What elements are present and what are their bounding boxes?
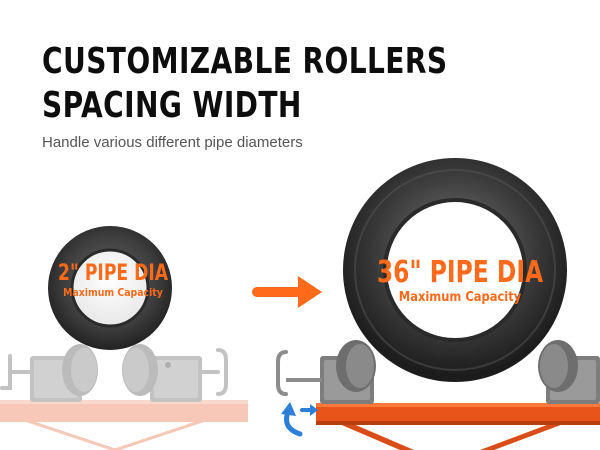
headline-line-2: SPACING WIDTH — [42, 85, 302, 126]
right-arrow-icon — [252, 276, 322, 308]
small-pipe-capacity: Maximum Capacity — [63, 286, 163, 299]
t-handle-icon — [276, 350, 322, 396]
headline-line-1: CUSTOMIZABLE ROLLERS — [42, 41, 448, 82]
adjust-rotate-icon — [281, 402, 318, 437]
large-pipe-stand — [316, 340, 600, 450]
small-pipe-size: 2" PIPE DIA — [57, 261, 169, 286]
large-pipe-size: 36" PIPE DIA — [376, 255, 544, 290]
headline: CUSTOMIZABLE ROLLERS SPACING WIDTH — [42, 40, 448, 128]
subtitle: Handle various different pipe diameters — [42, 134, 303, 151]
large-pipe — [343, 158, 567, 382]
small-pipe-label: 2" PIPE DIA Maximum Capacity — [38, 261, 188, 300]
small-pipe-stand — [0, 344, 248, 450]
large-pipe-label: 36" PIPE DIA Maximum Capacity — [345, 255, 575, 306]
large-pipe-capacity: Maximum Capacity — [398, 289, 522, 305]
small-pipe — [48, 226, 172, 350]
